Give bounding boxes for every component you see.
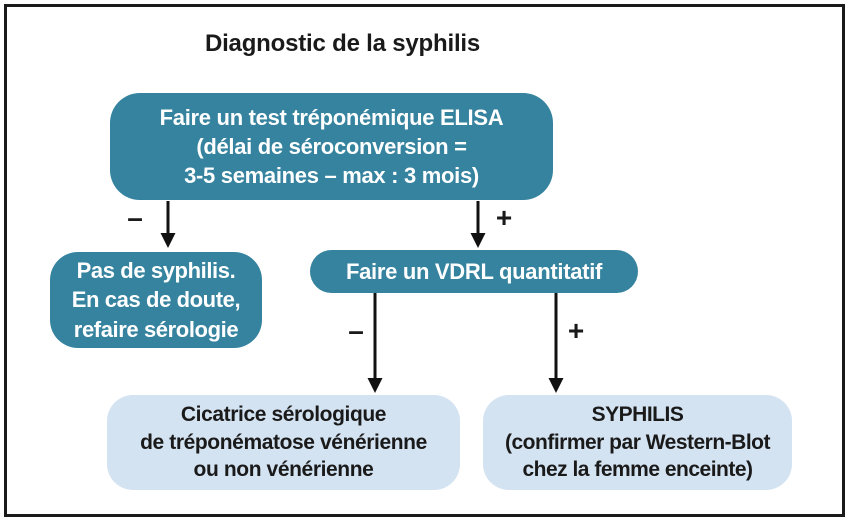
branch-label-vdrl-negative: – (348, 315, 364, 346)
node-elisa-test: Faire un test tréponémique ELISA (délai … (110, 93, 553, 200)
node-no-syphilis: Pas de syphilis. En cas de doute, refair… (50, 252, 262, 348)
node-syphilis-confirmed: SYPHILIS (confirmer par Western-Blot che… (483, 395, 792, 490)
page-title: Diagnostic de la syphilis (204, 30, 481, 57)
node-vdrl-test: Faire un VDRL quantitatif (310, 250, 638, 293)
branch-label-elisa-positive: + (495, 202, 513, 233)
branch-label-vdrl-positive: + (567, 315, 585, 346)
node-serological-scar: Cicatrice sérologique de tréponématose v… (107, 395, 460, 490)
branch-label-elisa-negative: – (127, 202, 143, 233)
